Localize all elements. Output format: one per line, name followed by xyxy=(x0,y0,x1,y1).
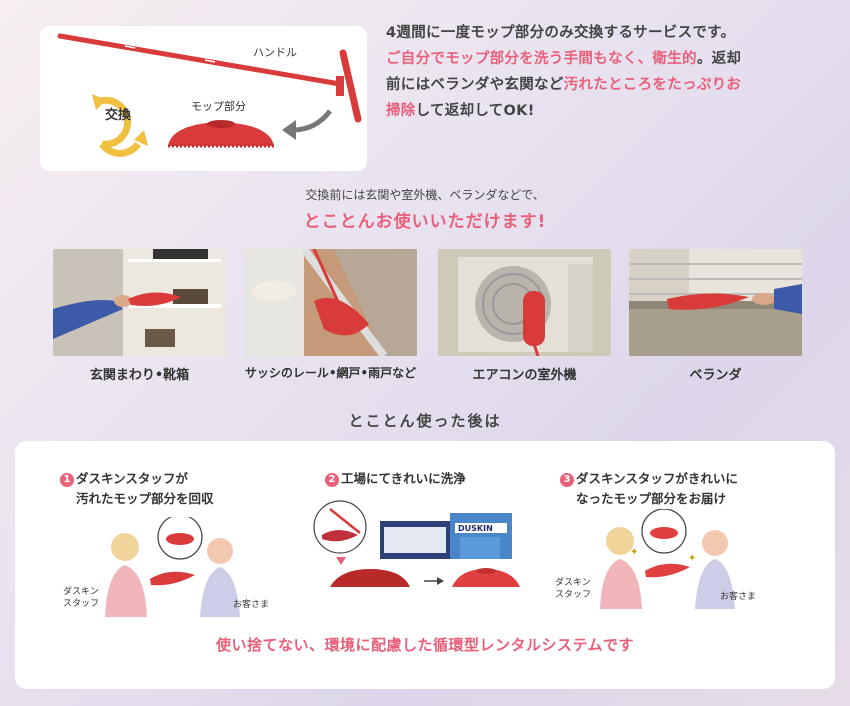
photo-sash-rail xyxy=(244,249,417,356)
step-3-customer-label: お客さま xyxy=(720,592,757,602)
usage-subtitle: 交換前には玄関や室外機、ベランダなどで、 xyxy=(305,188,545,202)
step-1-illustration xyxy=(105,517,240,617)
step-2-illustration xyxy=(313,500,520,587)
exchange-label: 交換 xyxy=(105,108,132,123)
svg-text:✦: ✦ xyxy=(630,547,638,558)
intro-line-1: 4週間に一度モップ部分のみ交換するサービスです。 xyxy=(386,25,736,41)
handle-bar xyxy=(339,49,362,123)
intro-line-3: 前にはベランダや玄関など汚れたところをたっぷりお xyxy=(386,77,742,93)
svg-text:✦: ✦ xyxy=(688,553,696,564)
handle-label: ハンドル xyxy=(253,46,297,59)
factory-sign: DUSKIN xyxy=(458,524,493,533)
photo-caption-balcony: ベランダ xyxy=(689,368,742,383)
step-1-number: 1 xyxy=(60,473,74,487)
mop-diagram xyxy=(57,33,362,157)
step-1-staff-label: ダスキン スタッフ xyxy=(63,587,100,609)
footer-message: 使い捨てない、環境に配慮した循環型レンタルシステムです xyxy=(215,636,635,654)
service-description: 4週間に一度モップ部分のみ交換するサービスです。 ご自分でモップ部分を洗う手間も… xyxy=(386,20,806,124)
handle-head xyxy=(336,76,344,96)
intro-line-2: ご自分でモップ部分を洗う手間もなく、衛生的。返却 xyxy=(386,51,742,67)
step-3-number: 3 xyxy=(560,473,574,487)
photo-ac-unit xyxy=(438,249,611,356)
photo-caption-ac: エアコンの室外機 xyxy=(472,368,577,383)
mop-label: モップ部分 xyxy=(191,100,246,113)
step-3-staff-label: ダスキン スタッフ xyxy=(555,578,592,600)
photo-entrance xyxy=(53,249,226,356)
step-2-number: 2 xyxy=(325,473,339,487)
handle-pole xyxy=(57,33,343,87)
photo-caption-entrance: 玄関まわり•靴箱 xyxy=(89,368,190,383)
photo-caption-sash: サッシのレール•網戸•雨戸など xyxy=(244,366,417,380)
step-3-illustration: ✦ ✦ xyxy=(600,509,735,609)
usage-headline: とことんお使いいただけます! xyxy=(303,212,547,232)
intro-line-4: 掃除して返却してOK! xyxy=(386,103,535,119)
step-1-customer-label: お客さま xyxy=(233,600,270,610)
after-use-title: とことん使った後は xyxy=(348,412,502,430)
mop-illustration-card: ハンドル 交換 モップ部分 xyxy=(40,26,367,171)
mop-pad xyxy=(168,122,274,146)
photo-balcony xyxy=(629,249,802,356)
exchange-arrow-icon xyxy=(99,96,132,148)
